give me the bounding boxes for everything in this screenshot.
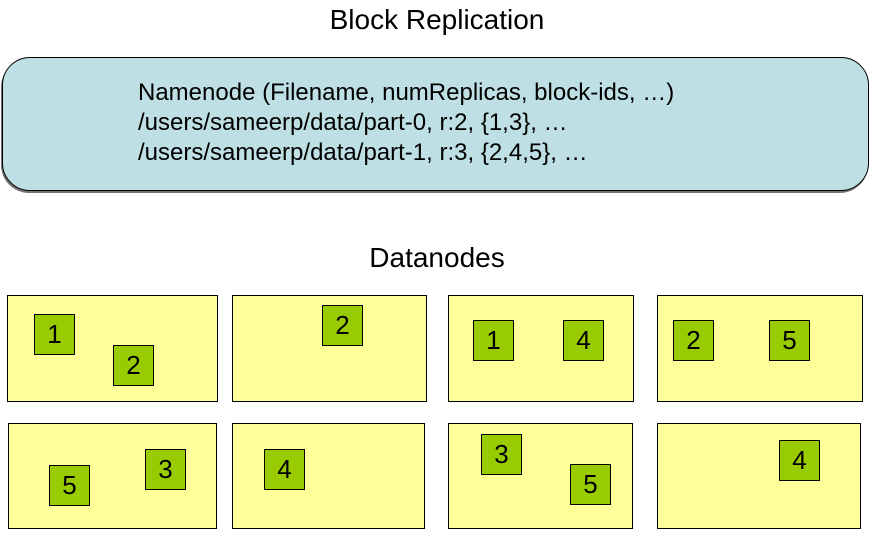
block-chip: 2 <box>673 320 714 361</box>
datanode-4: 2 5 <box>657 295 863 402</box>
block-chip: 2 <box>322 305 363 346</box>
namenode-text: Namenode (Filename, numReplicas, block-i… <box>138 78 674 168</box>
namenode-box: Namenode (Filename, numReplicas, block-i… <box>2 57 869 191</box>
page-title: Block Replication <box>329 4 545 35</box>
block-chip: 1 <box>34 314 75 355</box>
datanode-2: 2 <box>232 295 427 402</box>
namenode-header-line: Namenode (Filename, numReplicas, block-i… <box>138 79 675 106</box>
block-chip: 4 <box>264 449 305 490</box>
block-chip: 5 <box>570 464 611 505</box>
namenode-file-entry-1: /users/sameerp/data/part-1, r:3, {2,4,5}… <box>138 139 588 166</box>
datanodes-label: Datanodes <box>369 242 505 273</box>
block-chip: 5 <box>49 465 90 506</box>
block-chip: 3 <box>145 449 186 490</box>
block-chip: 5 <box>769 320 810 361</box>
datanode-5: 5 3 <box>8 423 217 529</box>
block-chip: 4 <box>563 320 604 361</box>
block-chip: 3 <box>481 434 522 475</box>
datanode-7: 3 5 <box>448 423 633 529</box>
datanode-3: 1 4 <box>448 295 634 402</box>
datanode-1: 1 2 <box>7 295 218 402</box>
block-chip: 2 <box>113 345 154 386</box>
datanode-8: 4 <box>657 423 861 529</box>
block-chip: 1 <box>473 320 514 361</box>
datanode-6: 4 <box>232 423 425 529</box>
namenode-file-entry-0: /users/sameerp/data/part-0, r:2, {1,3}, … <box>138 109 568 136</box>
block-chip: 4 <box>779 440 820 481</box>
